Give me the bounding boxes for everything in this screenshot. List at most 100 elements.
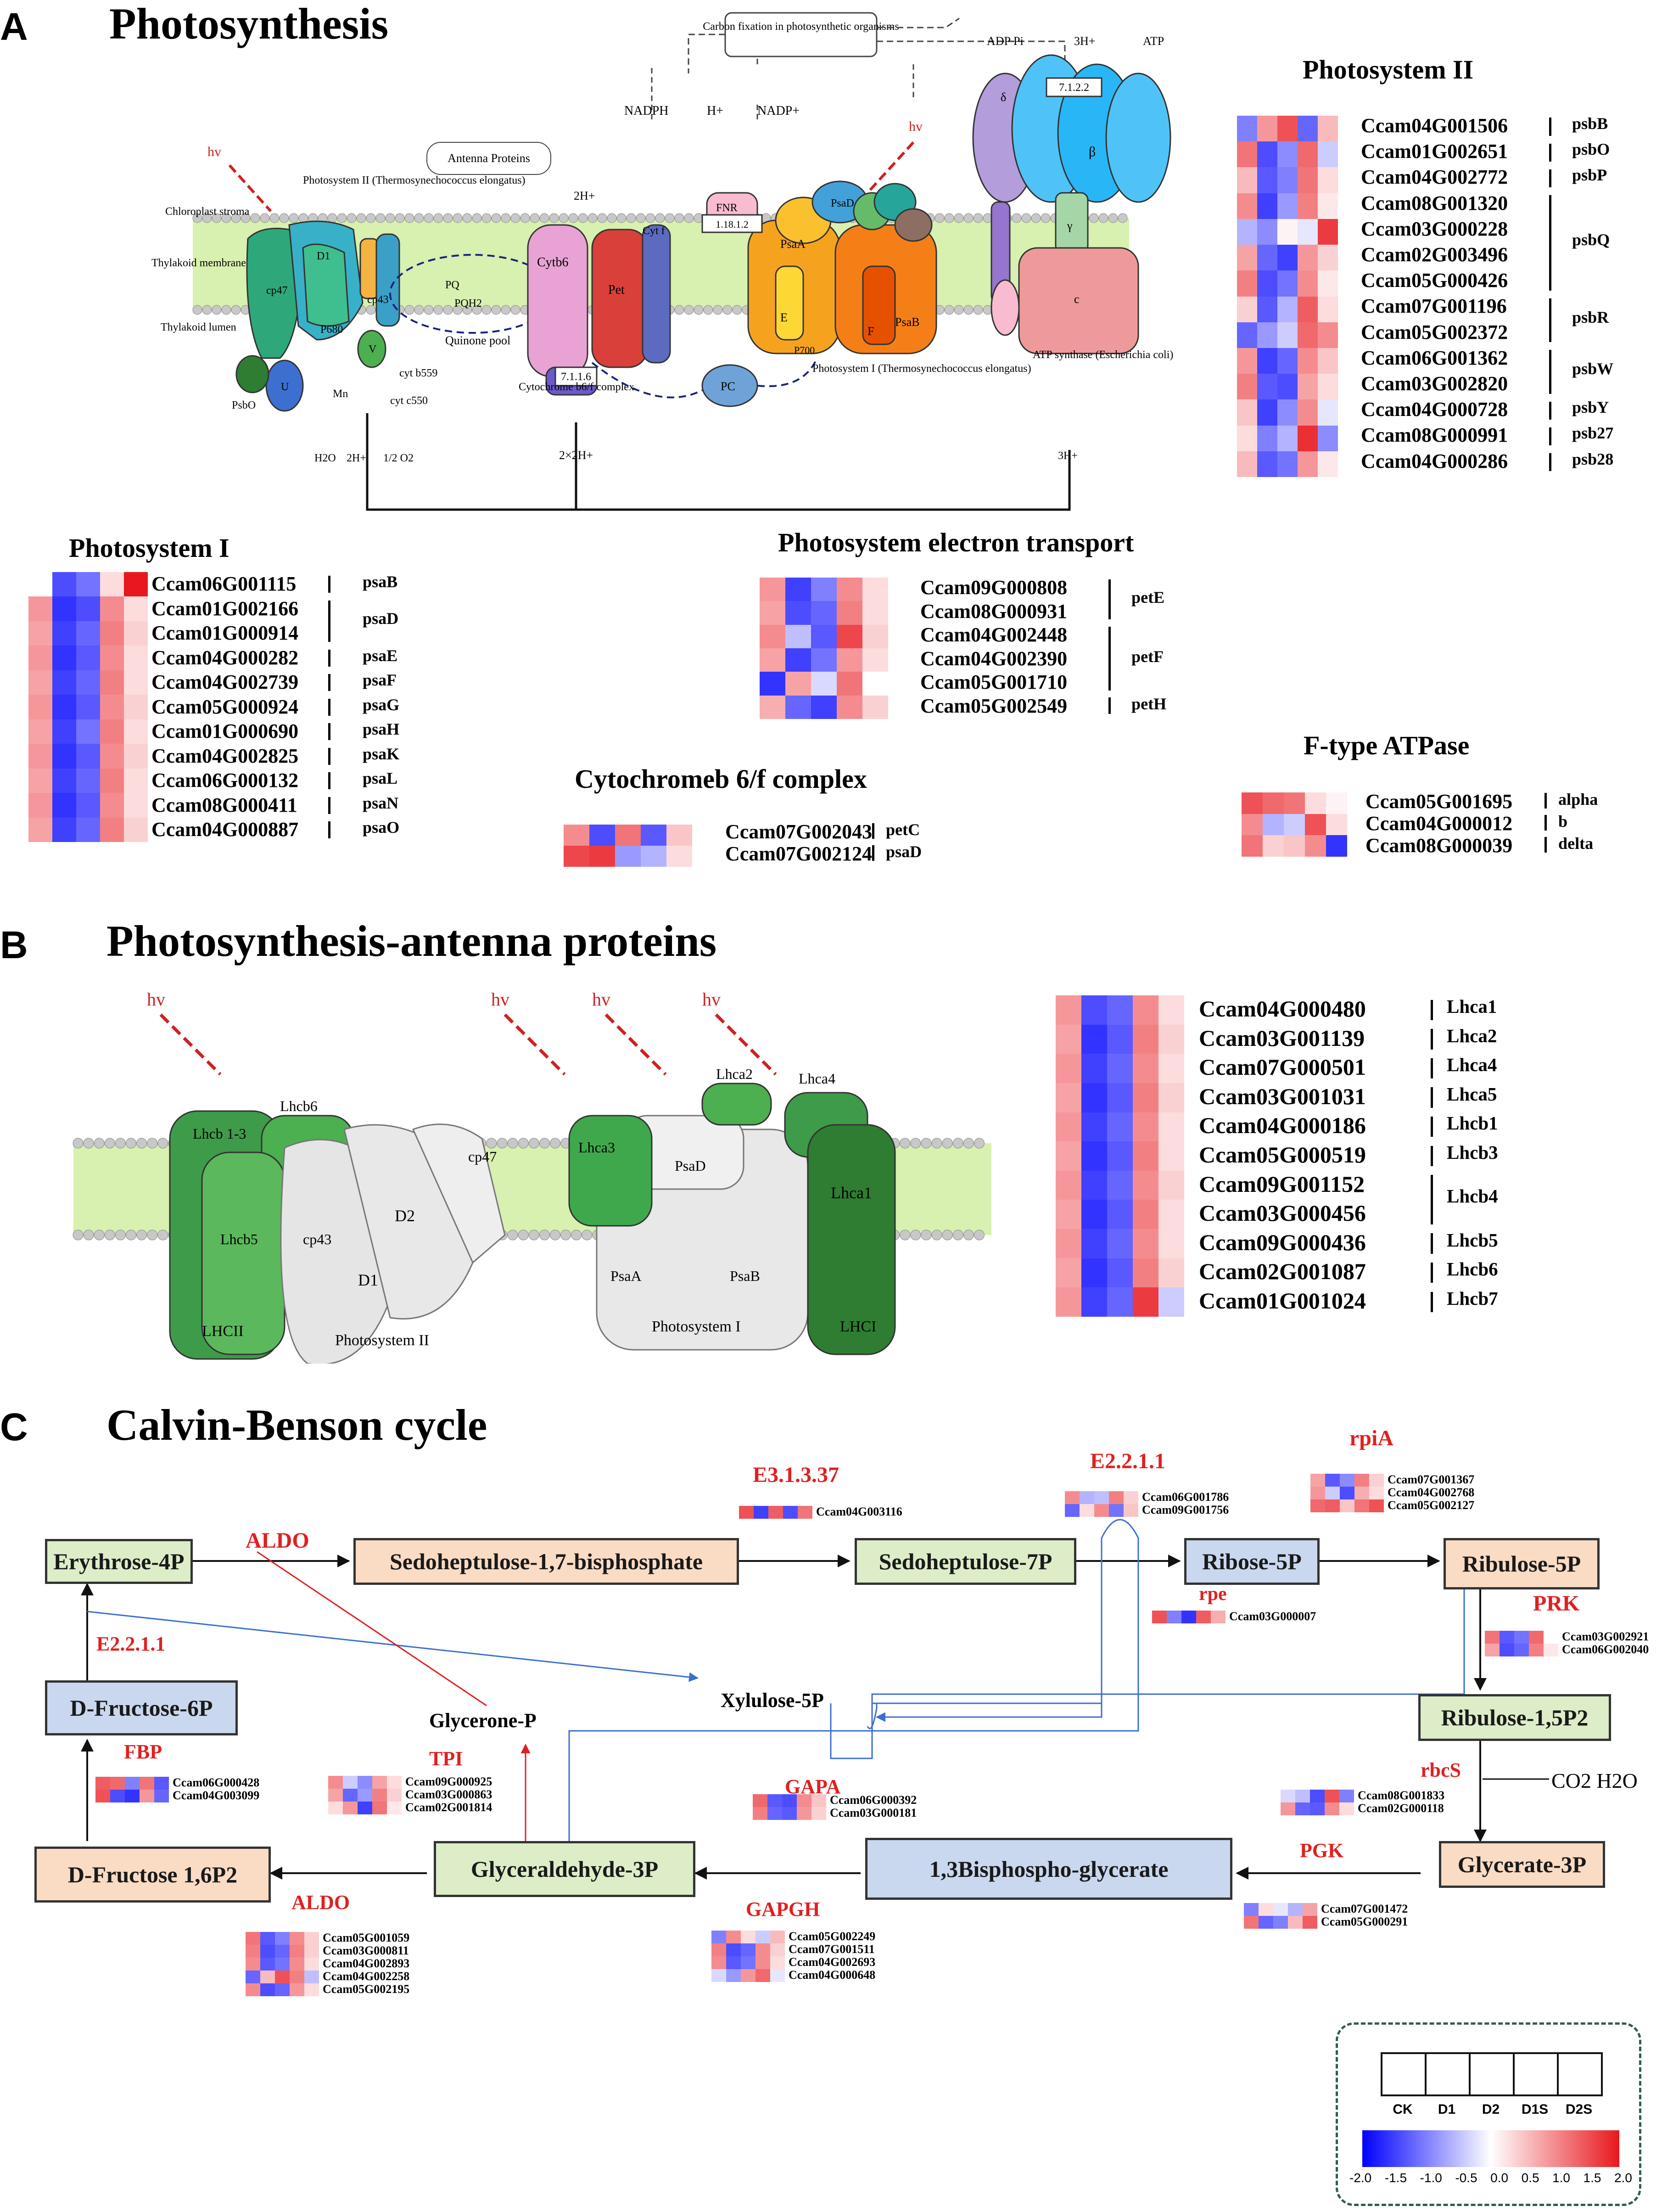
gene-id: Ccam01G002166: [151, 597, 299, 620]
heatmap-cell: [1318, 451, 1338, 477]
enzyme-aldo-bottom: ALDO: [291, 1891, 350, 1914]
legend-tick: 2.0: [1614, 2171, 1632, 2185]
gene-id: Ccam03G000456: [1199, 1200, 1366, 1226]
heatmap-cell: [1257, 425, 1277, 451]
heatmap-cell: [28, 596, 52, 621]
heatmap-cell: [1544, 1644, 1558, 1656]
lipid-head: [655, 213, 665, 223]
heatmap-cell: [1152, 1611, 1167, 1623]
lipid-head: [1108, 213, 1118, 223]
node-glycerone-p: Glycerone-P: [429, 1709, 537, 1732]
cyt-ec-label: 7.1.1.6: [561, 371, 591, 383]
heatmap-cell: [1298, 425, 1318, 451]
heatmap-cell: [290, 1983, 304, 1996]
heatmap-cell: [615, 846, 641, 867]
legend-tick: -2.0: [1349, 2171, 1372, 2185]
heatmap-cell: [100, 621, 124, 646]
cp47-unit: cp47: [266, 285, 288, 297]
gene-id: Ccam04G002739: [151, 671, 299, 693]
gene-symbol: Lhcb7: [1447, 1288, 1498, 1309]
heatmap-cell: [343, 1789, 358, 1802]
enzyme-prk: PRK: [1533, 1591, 1580, 1616]
gamma-unit: γ: [1067, 219, 1073, 232]
gene-id: Ccam05G001059: [323, 1931, 410, 1944]
heatmap-cell: [1158, 1200, 1184, 1230]
heatmap-cell: [811, 672, 837, 696]
enzyme-e2211-top: E2.2.1.1: [1090, 1449, 1166, 1473]
calvin-arrows: [81, 1519, 1549, 1880]
heatmap-cell: [140, 1790, 154, 1802]
heatmap-cell: [1257, 399, 1277, 426]
heatmap-cell: [760, 601, 785, 625]
adp-label: ADP: [987, 34, 1011, 48]
heatmap-cell: [1369, 1474, 1384, 1487]
node-d-fructose-6p: D-Fructose-6P: [45, 1680, 238, 1735]
heatmap-cell: [1257, 141, 1277, 168]
heatmap-cell: [837, 578, 862, 601]
lipid-head: [674, 213, 684, 223]
heatmap-cell: [785, 624, 811, 648]
heatmap-cell: [1244, 1916, 1259, 1929]
gene-id: Ccam04G001506: [1361, 114, 1508, 137]
gene-id: Ccam03G000007: [1229, 1610, 1316, 1623]
pi-label: Pi: [1013, 34, 1024, 48]
heatmap-cell: [1305, 814, 1326, 836]
gene-symbol: alpha: [1558, 790, 1598, 808]
node-ribose-5p: Ribose-5P: [1184, 1538, 1320, 1585]
heatmap-cell: [1500, 1644, 1514, 1656]
gene-group-bracket: [328, 576, 330, 593]
heatmap-cell: [1326, 792, 1347, 814]
cytc550-label: cyt c550: [390, 395, 428, 407]
heatmap-cell: [767, 1807, 782, 1820]
gene-group-bracket: [1431, 1145, 1433, 1167]
gene-symbol: Lhca1: [1447, 996, 1497, 1017]
lipid-head: [963, 1138, 974, 1149]
prk-heatmap: [1485, 1631, 1558, 1656]
heatmap-cell: [1298, 399, 1318, 426]
heatmap-cell: [589, 846, 615, 867]
heatmap-cell: [28, 719, 52, 744]
gene-symbol: Lhcb5: [1447, 1229, 1498, 1251]
gene-id: Ccam07G002043: [725, 820, 873, 843]
legend-sample-label: D2S: [1565, 2102, 1593, 2117]
gene-group-bracket: [872, 845, 874, 861]
heatmap-cell: [1242, 835, 1263, 857]
heatmap-cell: [1298, 451, 1318, 477]
heatmap-cell: [726, 1931, 741, 1943]
heatmap-cell: [641, 846, 666, 867]
lipid-head: [73, 1138, 84, 1149]
gene-id: Ccam08G000991: [1361, 424, 1508, 447]
heatmap-cell: [741, 1956, 755, 1969]
lipid-head: [462, 305, 472, 315]
heatmap-cell: [52, 768, 76, 793]
gene-id: Ccam06G001362: [1361, 346, 1508, 369]
lipid-head: [952, 1230, 963, 1241]
heatmap-cell: [1325, 1802, 1339, 1815]
heatmap-cell: [1080, 1504, 1094, 1517]
legend-sample-label: CK: [1393, 2102, 1413, 2117]
heatmap-cell: [52, 793, 76, 818]
heatmap-cell: [1326, 835, 1347, 857]
lipid-head: [202, 305, 212, 315]
heatmap-cell: [1257, 167, 1277, 193]
heatmap-cell: [1318, 322, 1338, 348]
heatmap-cell: [1318, 425, 1338, 451]
heatmap-cell: [760, 695, 785, 719]
legend-sample-boxes: [1381, 2052, 1603, 2096]
legend-sample-label: D1S: [1521, 2102, 1549, 2117]
gene-group-bracket: [328, 797, 330, 814]
node-13-bisphospho-glycerate: 1,3Bisphospho-glycerate: [865, 1838, 1232, 1900]
heatmap-cell: [1237, 219, 1257, 245]
lipid-head: [395, 213, 405, 223]
heatmap-cell: [1277, 451, 1298, 477]
heatmap-cell: [1310, 1499, 1325, 1512]
gene-id: Ccam03G000181: [830, 1806, 917, 1819]
heatmap-cell: [1158, 995, 1184, 1025]
gene-id: Ccam04G000282: [151, 646, 299, 669]
heatmap-cell: [1056, 1229, 1081, 1258]
lipid-head: [694, 305, 704, 315]
heatmap-cell: [1277, 141, 1298, 168]
heatmap-cell: [1133, 1024, 1158, 1054]
heatmap-cell: [1318, 167, 1338, 193]
lipid-head: [212, 305, 222, 315]
